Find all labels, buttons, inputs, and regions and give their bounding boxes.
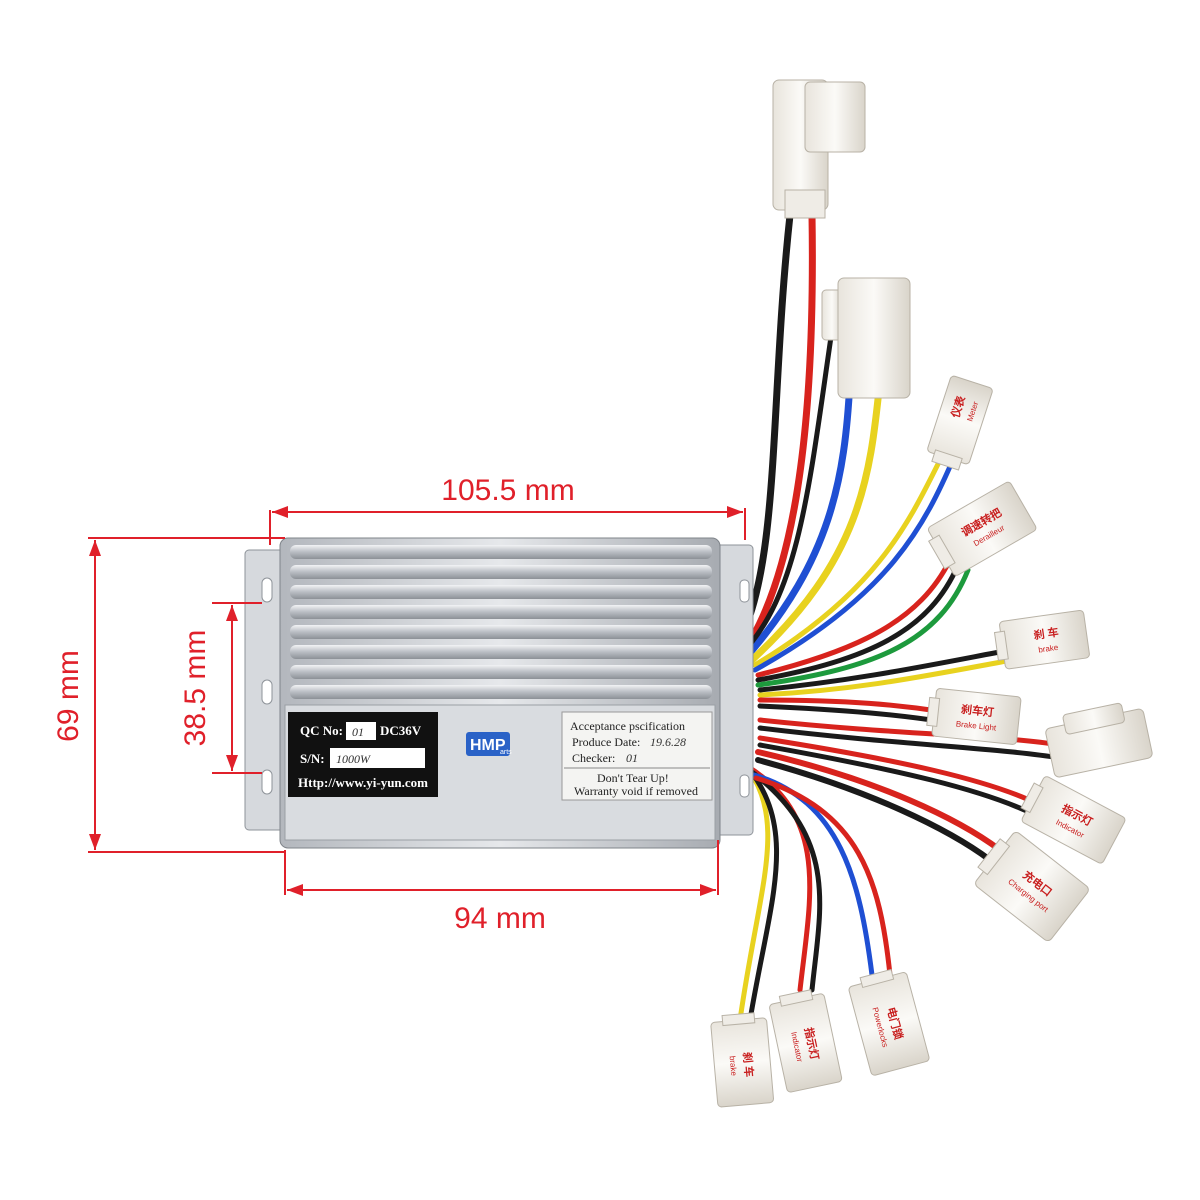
spec-label-left: QC No: 01 DC36V S/N: 1000W Http://www.yi… bbox=[288, 712, 438, 797]
qc-prefix: QC No: bbox=[300, 723, 343, 738]
connector-meter: 仪表 Meter bbox=[927, 375, 993, 471]
brake-bottom-en: brake bbox=[728, 1055, 739, 1076]
connector-side bbox=[1045, 702, 1153, 778]
checker-prefix: Checker: bbox=[572, 751, 615, 765]
produce-value: 19.6.28 bbox=[650, 735, 686, 749]
dont-tear-notice: Don't Tear Up! bbox=[597, 771, 669, 785]
brake-light-cn: 刹车灯 bbox=[960, 702, 994, 719]
acceptance-title: Acceptance pscification bbox=[570, 719, 685, 733]
dimension-length-bottom: 94 mm bbox=[454, 902, 546, 935]
brand-logo: HMP arts bbox=[466, 732, 512, 756]
checker-value: 01 bbox=[626, 751, 638, 765]
sn-value: 1000W bbox=[336, 752, 371, 766]
brand-logo-sub: arts bbox=[500, 749, 512, 756]
produce-prefix: Produce Date: bbox=[572, 735, 640, 749]
connector-indicator-right: 指示灯 Indicator bbox=[1020, 776, 1126, 864]
warranty-notice: Warranty void if removed bbox=[574, 784, 698, 798]
dimension-height-inner: 38.5 mm bbox=[179, 630, 212, 747]
label-url: Http://www.yi-yun.com bbox=[298, 775, 428, 790]
connector-indicator-bottom: 指示灯 Indicator bbox=[769, 989, 843, 1093]
sn-prefix: S/N: bbox=[300, 751, 325, 766]
connector-derailleur: 调速转把 Derailleur bbox=[927, 481, 1037, 576]
connector-charging: 充电口 Charging port bbox=[975, 832, 1089, 942]
brake-en: brake bbox=[1038, 643, 1060, 655]
brake-bottom-cn: 刹 车 bbox=[740, 1051, 756, 1077]
connector-motor bbox=[821, 277, 911, 399]
qc-value: 01 bbox=[352, 725, 364, 739]
connector-powerlock: 电门锁 Powerlocks bbox=[848, 968, 930, 1076]
brake-cn: 刹 车 bbox=[1033, 625, 1060, 642]
controller-housing bbox=[244, 537, 754, 849]
connector-brake: 刹 车 brake bbox=[993, 609, 1090, 670]
dimension-height-outer: 69 mm bbox=[52, 650, 85, 742]
connector-brake-bottom: 刹 车 brake bbox=[710, 1012, 774, 1108]
dimension-length-top: 105.5 mm bbox=[441, 474, 574, 507]
voltage: DC36V bbox=[380, 723, 422, 738]
spec-label-right: Acceptance pscification Produce Date: 19… bbox=[561, 711, 713, 801]
brake-light-en: Brake Light bbox=[955, 719, 997, 732]
brand-logo-text: HMP bbox=[470, 737, 506, 754]
connector-brake-light: 刹车灯 Brake Light bbox=[926, 688, 1022, 745]
connector-main-power bbox=[772, 79, 866, 219]
dimension-annotations bbox=[88, 506, 746, 896]
